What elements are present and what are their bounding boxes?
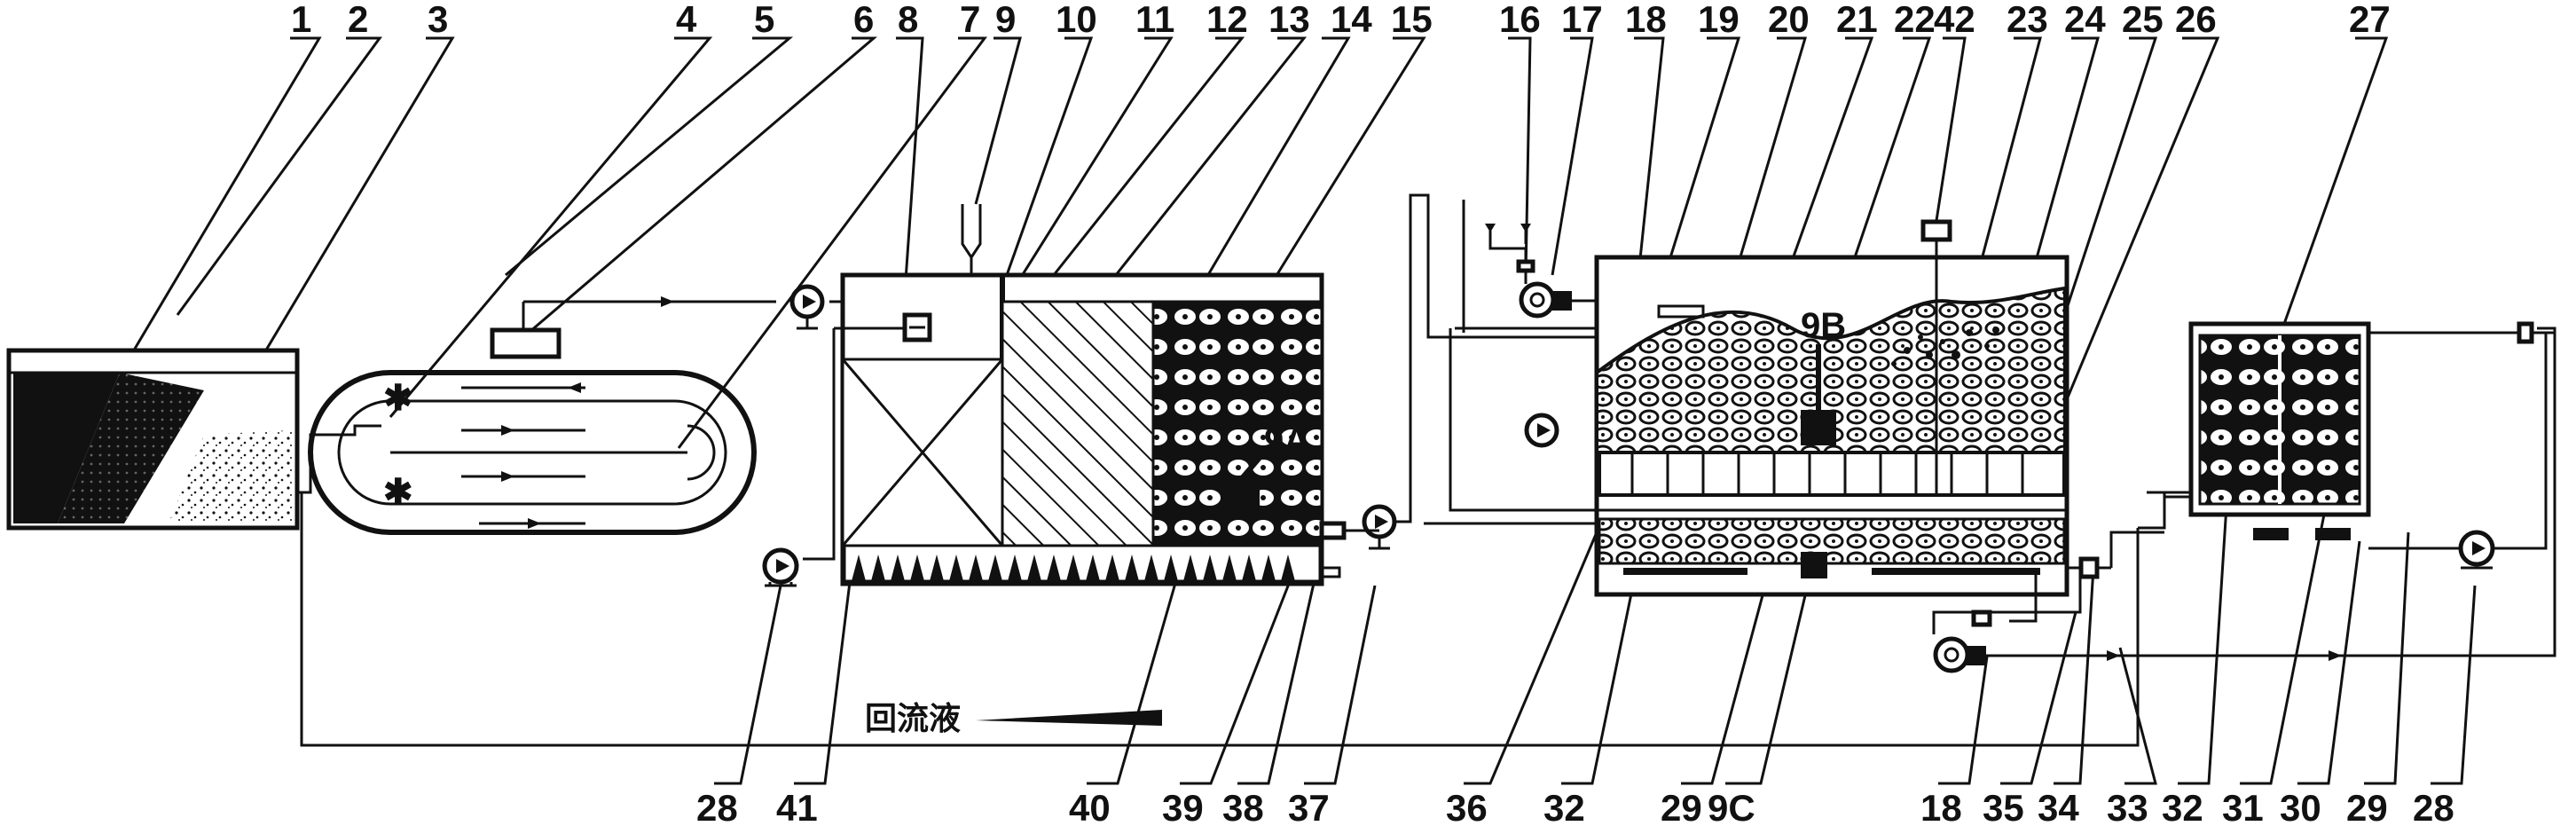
part-number: 5 bbox=[754, 0, 774, 40]
racetrack-channel: ✱ ✱ bbox=[308, 302, 757, 535]
filter-plate-slots bbox=[1630, 452, 2024, 495]
part-number: 33 bbox=[2107, 787, 2148, 826]
bottom-number-labels: 28 41 40 39 38 37 36 32 29 9C 18 35 34 3… bbox=[696, 787, 2454, 826]
part-number: 8 bbox=[898, 0, 918, 40]
pump-icon bbox=[1524, 413, 1559, 448]
part-number: 25 bbox=[2122, 0, 2164, 40]
part-number: 3 bbox=[428, 0, 448, 40]
svg-text:✱: ✱ bbox=[383, 473, 413, 512]
return-flow-label: 回流液 bbox=[865, 701, 961, 737]
part-number: 31 bbox=[2222, 787, 2264, 826]
part-number: 28 bbox=[696, 787, 738, 826]
part-number: 28 bbox=[2413, 787, 2454, 826]
part-number: 15 bbox=[1391, 0, 1433, 40]
pump-icon bbox=[2458, 530, 2495, 570]
label-9a: 9A bbox=[1264, 421, 1309, 460]
part-number: 32 bbox=[2162, 787, 2203, 826]
part-number: 26 bbox=[2175, 0, 2217, 40]
pump-icon bbox=[762, 547, 799, 587]
svg-text:✱: ✱ bbox=[383, 379, 413, 418]
part-number: 41 bbox=[776, 787, 818, 826]
part-number: 12 bbox=[1206, 0, 1248, 40]
part-number: 16 bbox=[1499, 0, 1541, 40]
part-number: 11 bbox=[1135, 0, 1174, 40]
part-number: 24 bbox=[2064, 0, 2106, 40]
part-number: 29 bbox=[1661, 787, 1702, 826]
part-number: 22 bbox=[1894, 0, 1936, 40]
equalization-tank bbox=[6, 348, 300, 531]
part-number: 19 bbox=[1698, 0, 1740, 40]
aerobic-reactor bbox=[1419, 193, 2556, 673]
storage-tank bbox=[2109, 321, 2555, 568]
part-number: 21 bbox=[1836, 0, 1878, 40]
label-9b: 9B bbox=[1801, 306, 1846, 345]
diffuser-row bbox=[852, 555, 1295, 581]
part-number: 20 bbox=[1768, 0, 1810, 40]
part-number: 9 bbox=[995, 0, 1016, 40]
pump-icon bbox=[1362, 504, 1397, 550]
part-number: 36 bbox=[1446, 787, 1488, 826]
part-number: 14 bbox=[1331, 0, 1372, 40]
part-number: 1 bbox=[291, 0, 311, 40]
part-number: 6 bbox=[853, 0, 874, 40]
part-number: 7 bbox=[960, 0, 980, 40]
part-number: 18 bbox=[1920, 787, 1962, 826]
part-number: 38 bbox=[1222, 787, 1264, 826]
part-number: 10 bbox=[1056, 0, 1097, 40]
part-number: 35 bbox=[1983, 787, 2024, 826]
part-number: 42 bbox=[1934, 0, 1975, 40]
pump-symbols bbox=[762, 284, 2495, 587]
part-number: 18 bbox=[1625, 0, 1667, 40]
part-number: 32 bbox=[1543, 787, 1585, 826]
part-number: 9C bbox=[1708, 787, 1755, 826]
part-number: 13 bbox=[1268, 0, 1310, 40]
part-number: 27 bbox=[2349, 0, 2391, 40]
part-number: 17 bbox=[1561, 0, 1603, 40]
bottom-leader-lines bbox=[714, 505, 2477, 785]
part-number: 39 bbox=[1162, 787, 1204, 826]
top-number-labels: 1 2 3 4 5 6 7 8 9 10 11 12 13 14 15 16 1… bbox=[291, 0, 2391, 40]
part-number: 30 bbox=[2280, 787, 2321, 826]
part-number: 23 bbox=[2007, 0, 2048, 40]
part-number: 2 bbox=[348, 0, 368, 40]
pump-icon bbox=[789, 284, 825, 330]
anaerobic-reactor bbox=[803, 193, 1419, 586]
part-number: 29 bbox=[2346, 787, 2388, 826]
part-number: 37 bbox=[1288, 787, 1330, 826]
part-number: 4 bbox=[676, 0, 697, 40]
part-number: 34 bbox=[2038, 787, 2079, 826]
part-number: 40 bbox=[1069, 787, 1111, 826]
